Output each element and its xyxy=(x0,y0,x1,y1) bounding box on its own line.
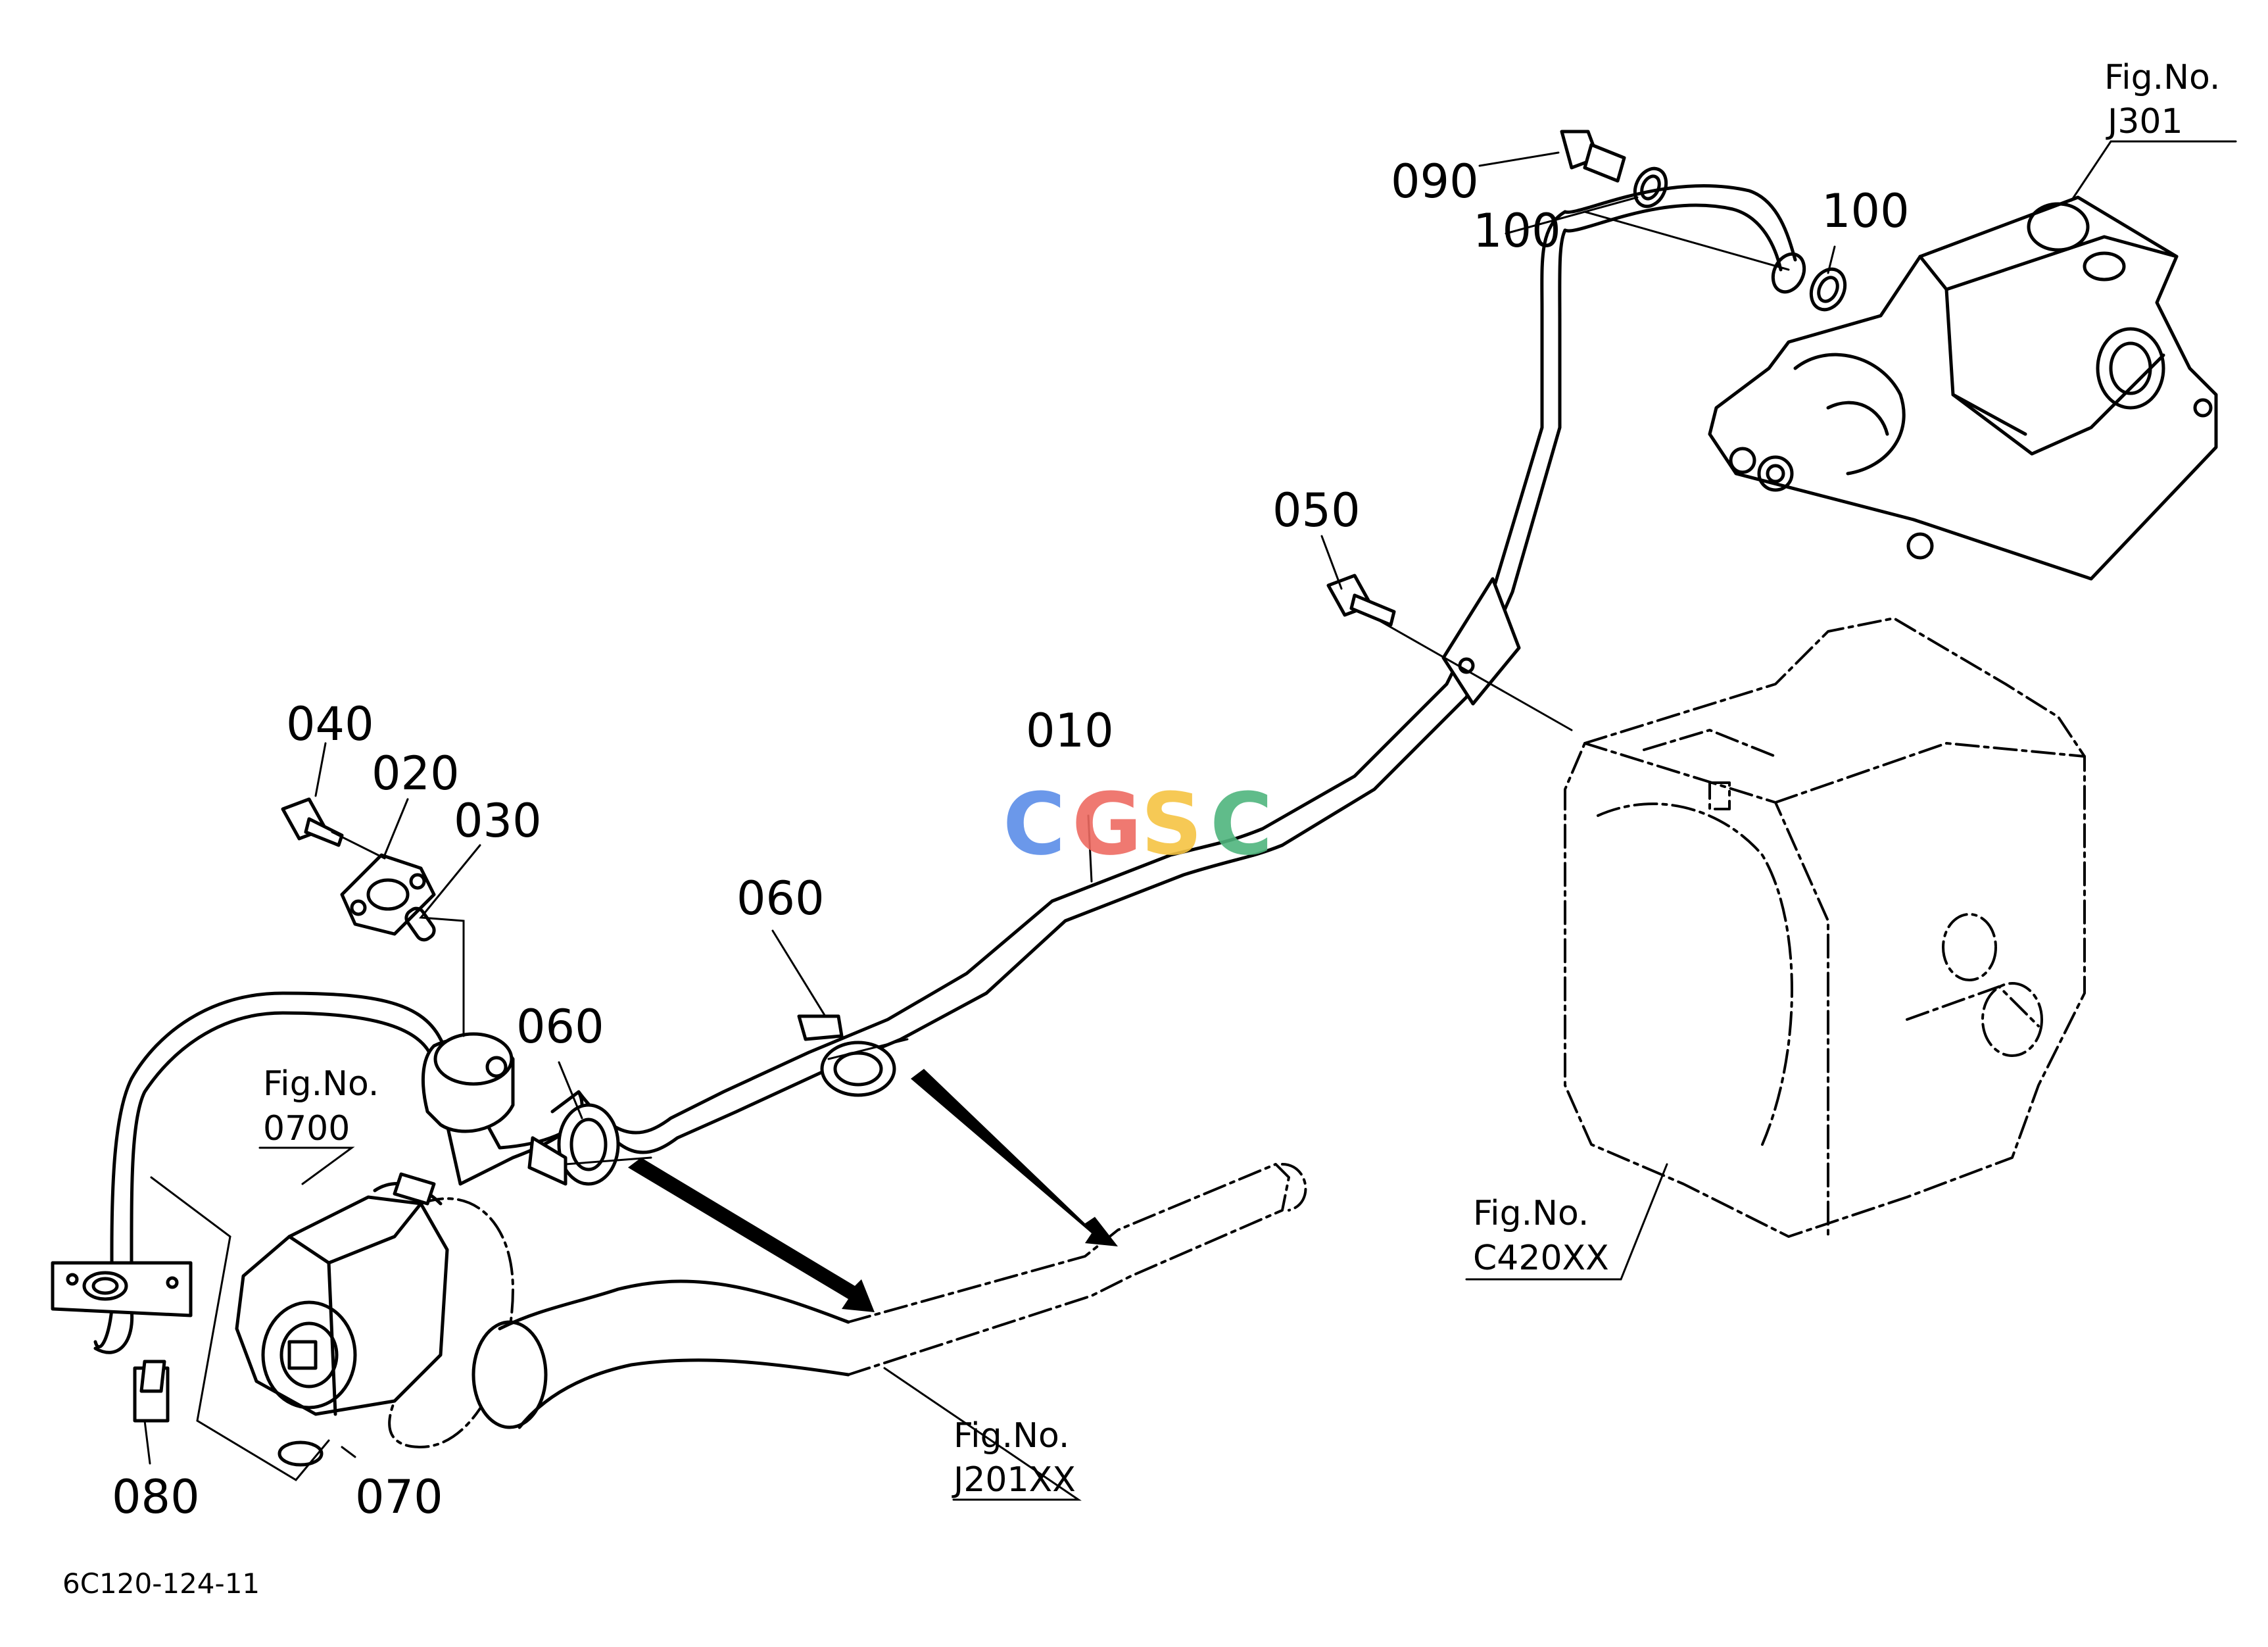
fig-ref-c420xx-number: C420XX xyxy=(1473,1239,1609,1278)
transmission-case-c420xx xyxy=(1564,617,2086,1238)
bolt-040 xyxy=(281,797,344,847)
part-label-100-left: 100 xyxy=(1473,204,1561,258)
fig-ref-j201xx-number: J201XX xyxy=(952,1460,1076,1500)
fitting-block xyxy=(422,1032,515,1133)
fig-ref-0700-caption: Fig.No. xyxy=(263,1064,379,1104)
part-labels: 090 100 100 050 010 040 020 030 060 060 … xyxy=(112,155,1910,1524)
fig-ref-0700-number: 0700 xyxy=(263,1109,350,1148)
flange-020 xyxy=(340,853,436,936)
fig-ref-j201xx-caption: Fig.No. xyxy=(953,1416,1069,1456)
watermark-letter-1: C xyxy=(1003,774,1065,874)
watermark-logo: C G S C xyxy=(1003,774,1272,874)
watermark-letter-4: C xyxy=(1210,774,1272,874)
part-label-060-left: 060 xyxy=(516,1000,604,1054)
fig-ref-j301-number: J301 xyxy=(2106,102,2183,141)
washer-100-b xyxy=(1809,267,1847,312)
bolt-050 xyxy=(1326,574,1396,627)
pump-0700 xyxy=(235,1172,514,1448)
part-label-090: 090 xyxy=(1391,155,1479,209)
watermark-letter-2: G xyxy=(1072,774,1142,874)
washer-100-a xyxy=(1633,166,1668,209)
part-label-050: 050 xyxy=(1272,483,1361,537)
part-label-030: 030 xyxy=(454,794,542,848)
fig-ref-j301-caption: Fig.No. xyxy=(2104,58,2220,97)
bolt-090 xyxy=(1560,130,1626,183)
hydraulic-block-j301 xyxy=(1708,195,2218,581)
plate xyxy=(51,1261,193,1317)
fig-ref-c420xx-caption: Fig.No. xyxy=(1473,1194,1589,1233)
bolt-080 xyxy=(133,1360,170,1423)
part-label-100-right: 100 xyxy=(1822,184,1910,238)
watermark-letter-3: S xyxy=(1141,774,1203,874)
figure-references: Fig.No. J301 Fig.No. 0700 Fig.No. C420XX… xyxy=(263,58,2220,1500)
part-label-080: 080 xyxy=(112,1470,200,1524)
part-label-040: 040 xyxy=(286,697,374,751)
clamp-060-upper xyxy=(797,1014,896,1097)
hose-j201xx xyxy=(471,1163,1307,1429)
diagram-code: 6C120-124-11 xyxy=(62,1567,260,1600)
connector-lines xyxy=(143,140,2237,1501)
part-label-010: 010 xyxy=(1026,704,1114,758)
oring-070 xyxy=(277,1440,324,1467)
clamp-060-lower xyxy=(527,1103,620,1186)
oring-030 xyxy=(404,906,436,942)
pipe-010 xyxy=(550,184,1797,1154)
assembly-arrows xyxy=(628,1069,1118,1312)
part-label-070: 070 xyxy=(355,1470,443,1524)
part-label-020: 020 xyxy=(372,747,460,800)
part-label-060-right: 060 xyxy=(736,872,825,925)
